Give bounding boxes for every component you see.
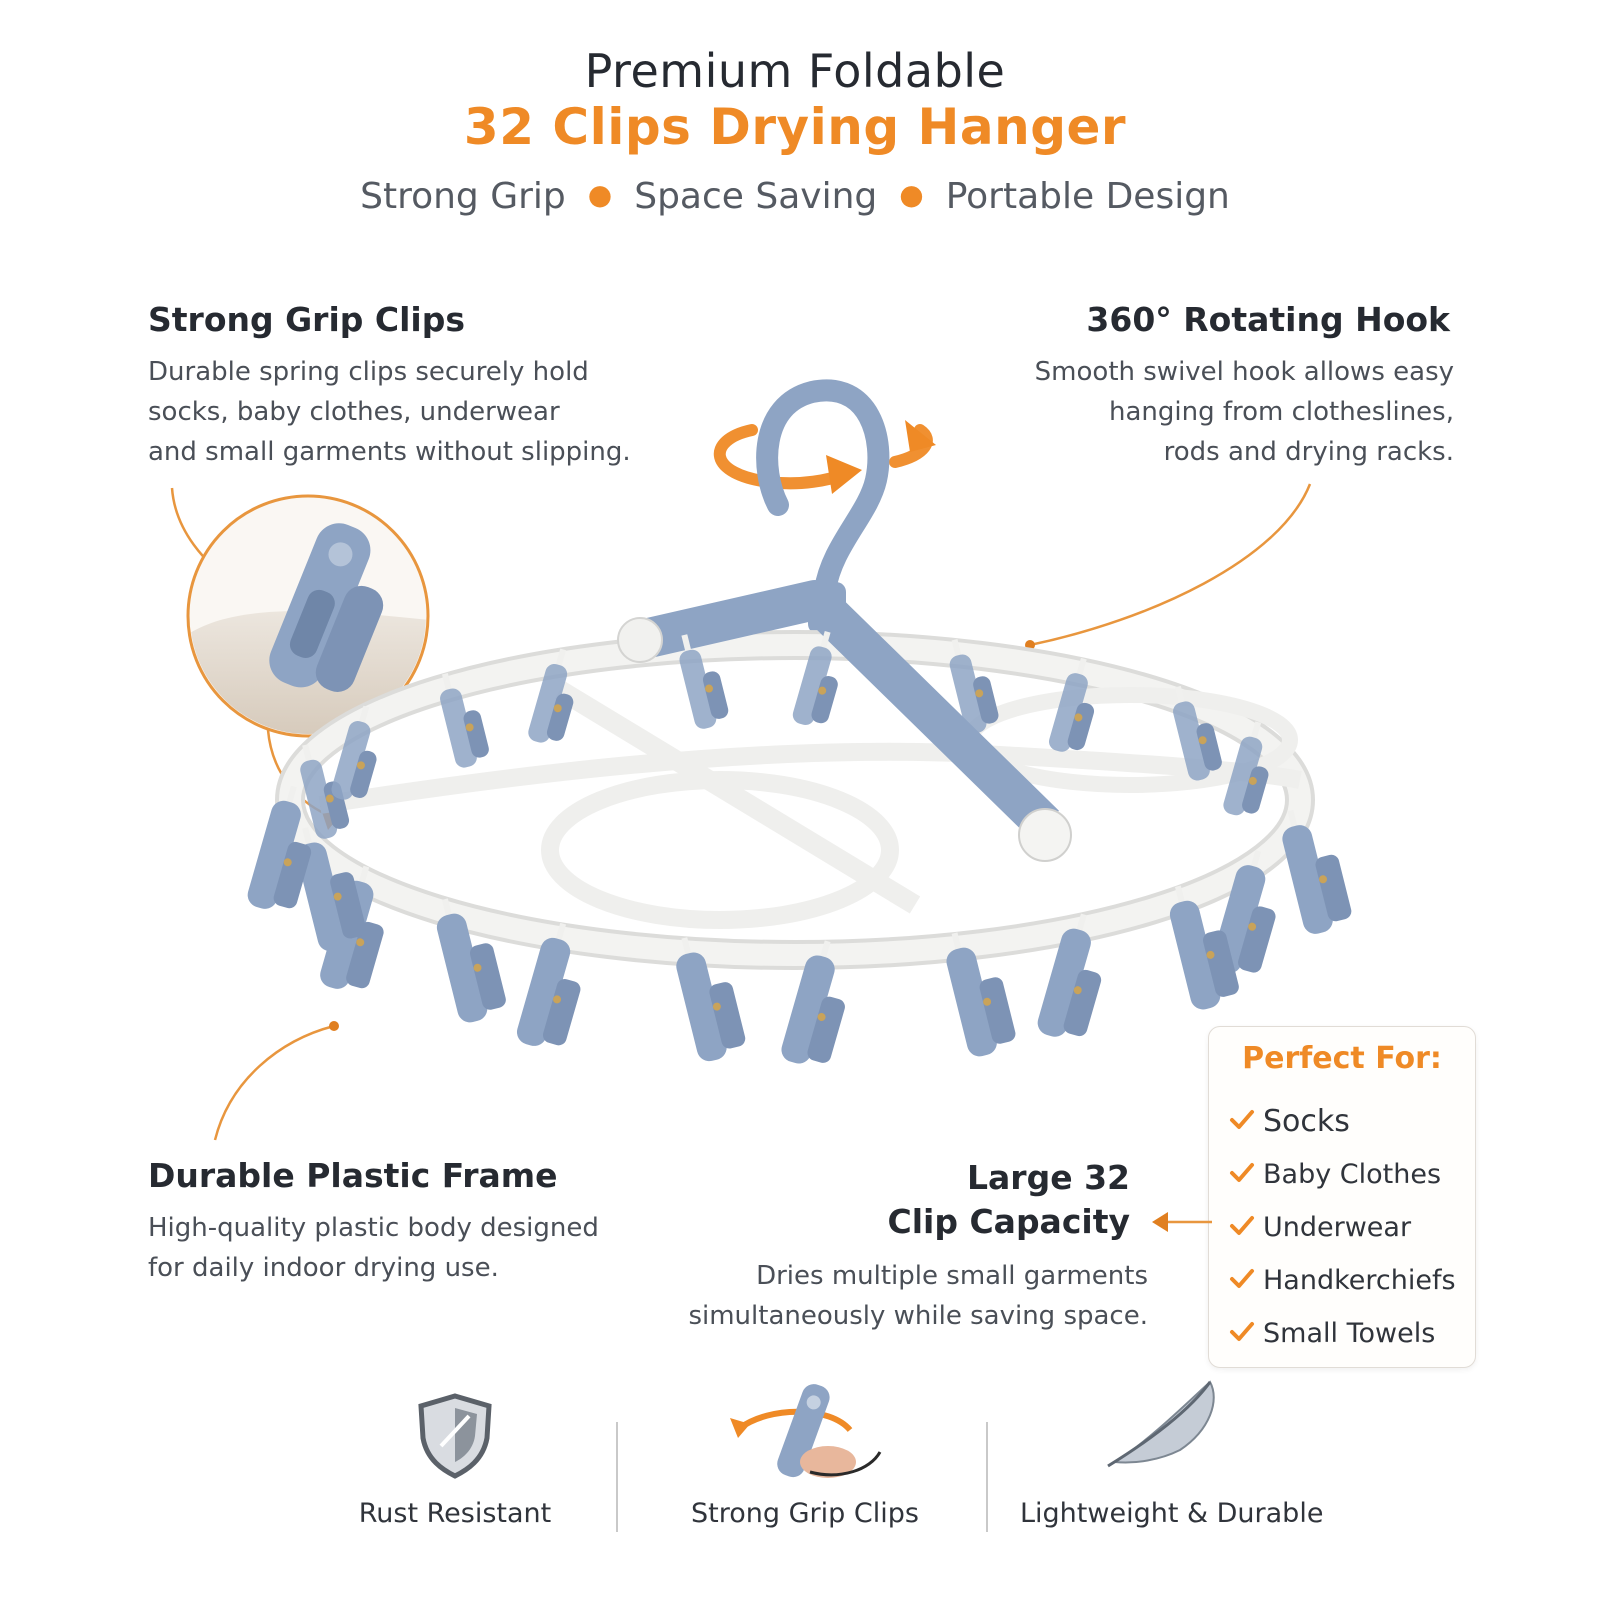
- clothespin-clip: [516, 922, 581, 1046]
- feature-hook-desc: Smooth swivel hook allows easy hanging f…: [1035, 352, 1454, 472]
- checkmark-icon: [1229, 1212, 1263, 1243]
- desc-line: Dries multiple small garments: [756, 1261, 1148, 1291]
- list-item-label: Small Towels: [1263, 1318, 1436, 1349]
- arrowhead-icon: [905, 420, 936, 452]
- tagline-item: Space Saving: [634, 176, 878, 217]
- page-title-line1: Premium Foldable: [584, 44, 1006, 98]
- hanger-frame: [275, 580, 1315, 970]
- arrowhead-icon: [826, 455, 862, 494]
- checkmark-icon: [1229, 1265, 1263, 1296]
- list-item: Handkerchiefs: [1229, 1254, 1456, 1307]
- checkmark-icon: [1229, 1106, 1263, 1137]
- clothespin-clip: [440, 672, 489, 768]
- perfect-for-title: Perfect For:: [1242, 1041, 1442, 1076]
- feather-icon: [1107, 1380, 1215, 1468]
- rotate-arrows-icon: [713, 424, 933, 490]
- feature-frame-desc: High-quality plastic body designed for d…: [148, 1208, 599, 1288]
- bullet-dot-icon: ●: [587, 178, 613, 211]
- list-item: Socks: [1229, 1095, 1456, 1148]
- clothespin-clip: [781, 940, 845, 1064]
- clips-group: [247, 631, 1352, 1064]
- clothespin-clip: [679, 634, 729, 729]
- clothespin-clip: [247, 785, 312, 909]
- clothespin-clip: [1223, 721, 1269, 816]
- feature-grip-desc: Durable spring clips securely hold socks…: [148, 352, 631, 472]
- divider: [986, 1422, 988, 1532]
- list-item-label: Underwear: [1263, 1212, 1412, 1243]
- desc-line: for daily indoor drying use.: [148, 1253, 499, 1283]
- feature-lightweight-label: Lightweight & Durable: [1020, 1498, 1324, 1529]
- clothespin-clip: [946, 932, 1016, 1057]
- tagline-item: Portable Design: [945, 176, 1230, 217]
- desc-line: simultaneously while saving space.: [688, 1301, 1148, 1331]
- bullet-dot-icon: ●: [899, 178, 924, 211]
- clothespin-clip: [792, 631, 838, 725]
- feature-rust-label: Rust Resistant: [358, 1498, 552, 1529]
- desc-line: Durable spring clips securely hold: [148, 357, 589, 387]
- title-line: Clip Capacity: [887, 1202, 1131, 1241]
- desc-line: rods and drying racks.: [1163, 437, 1454, 467]
- desc-line: High-quality plastic body designed: [148, 1213, 599, 1243]
- clothespin-clip: [436, 898, 506, 1023]
- clothespin-clip: [676, 937, 746, 1062]
- clothespin-clip: [528, 648, 574, 743]
- clothespin-clip: [1169, 885, 1239, 1010]
- clothespin-clip: [1048, 657, 1095, 752]
- list-item-label: Handkerchiefs: [1263, 1265, 1456, 1296]
- list-item: Baby Clothes: [1229, 1148, 1456, 1201]
- desc-line: and small garments without slipping.: [148, 437, 631, 467]
- shield-icon: [418, 1393, 492, 1479]
- feature-grip-label: Strong Grip Clips: [691, 1498, 919, 1529]
- callout-dot-icon: [329, 1021, 339, 1031]
- feature-frame-title: Durable Plastic Frame: [148, 1156, 558, 1195]
- title-line: Large 32: [967, 1158, 1130, 1197]
- clothespin-clip: [1282, 809, 1352, 934]
- tagline: Strong Grip ● Space Saving ● Portable Design: [0, 176, 1590, 217]
- list-item-label: Baby Clothes: [1263, 1159, 1442, 1190]
- perfect-for-list: Socks Baby Clothes Underwear Handkerchie…: [1229, 1095, 1456, 1360]
- desc-line: hanging from clotheslines,: [1108, 397, 1454, 427]
- clothespin-clip: [297, 827, 367, 952]
- clothespin-clip: [1037, 913, 1102, 1037]
- hook: [756, 379, 890, 601]
- page-title-line2: 32 Clips Drying Hanger: [463, 98, 1127, 156]
- perfect-for-card: Perfect For: Socks Baby Clothes Underwea…: [1208, 1026, 1476, 1368]
- checkmark-icon: [1229, 1159, 1263, 1190]
- bottom-feature-bar: Rust Resistant Strong Grip Clips Lightwe…: [150, 1390, 1450, 1590]
- clip-grip-icon: [730, 1384, 882, 1478]
- list-item: Underwear: [1229, 1201, 1456, 1254]
- feature-grip-title: Strong Grip Clips: [148, 300, 465, 339]
- feature-capacity-desc: Dries multiple small garments simultaneo…: [688, 1256, 1148, 1336]
- divider: [616, 1422, 618, 1532]
- clothespin-clip: [331, 705, 377, 800]
- feature-capacity-title: Large 32 Clip Capacity: [888, 1156, 1131, 1244]
- list-item: Small Towels: [1229, 1307, 1456, 1360]
- feature-hook-title: 360° Rotating Hook: [1086, 300, 1450, 339]
- list-item-label: Socks: [1263, 1104, 1350, 1139]
- clothespin-clip: [949, 638, 999, 734]
- tagline-item: Strong Grip: [360, 176, 566, 217]
- clothespin-clip: [1173, 685, 1222, 781]
- desc-line: Smooth swivel hook allows easy: [1034, 357, 1454, 387]
- arrowhead-icon: [1152, 1212, 1168, 1232]
- clothespin-clip: [300, 744, 350, 839]
- desc-line: socks, baby clothes, underwear: [148, 397, 560, 427]
- checkmark-icon: [1229, 1318, 1263, 1349]
